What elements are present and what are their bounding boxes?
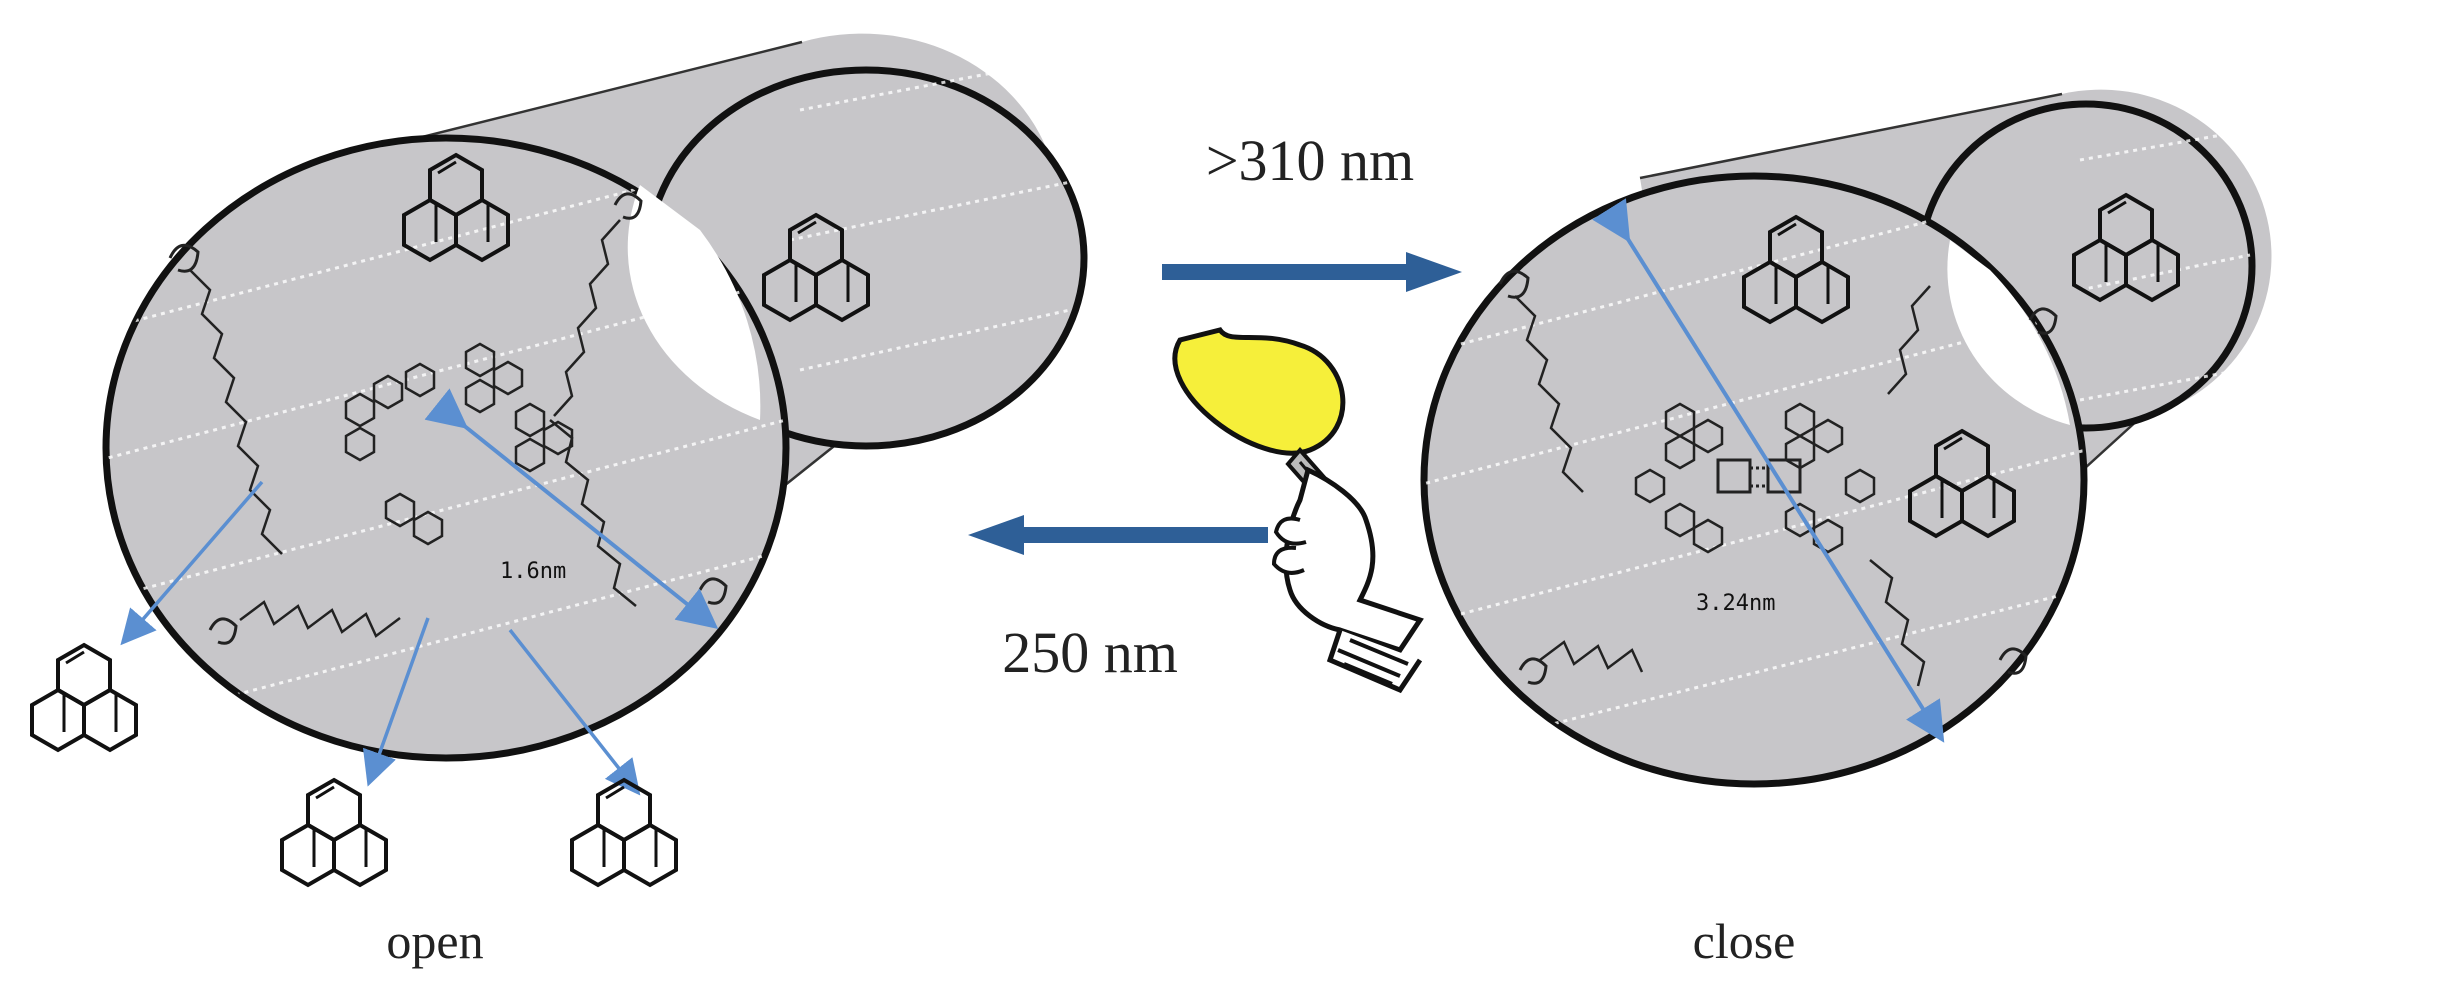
right-cylinder: 3.24nm [1420,89,2272,788]
phenanthrene-icon [280,778,388,887]
left-pore-size-arrow [424,388,719,629]
open-state-label: open [386,913,483,969]
right-anchor-groups [1498,269,2058,685]
close-state-label: close [1693,913,1796,969]
right-pore-size-arrow [1592,198,1945,743]
phenanthrene-icon [570,778,678,887]
hand-icon [1271,466,1424,694]
left-pore-size-label: 1.6nm [500,559,566,584]
forward-wavelength-label: >310 nm [1206,128,1414,193]
released-guests [30,480,678,887]
left-cylinder: 1.6nm [102,33,1088,762]
right-pore-size-label: 3.24nm [1696,591,1775,616]
reverse-wavelength-label: 250 nm [1002,620,1178,685]
switch-arrows: >310 nm 250 nm [968,128,1462,685]
phenanthrene-icon [30,643,138,752]
